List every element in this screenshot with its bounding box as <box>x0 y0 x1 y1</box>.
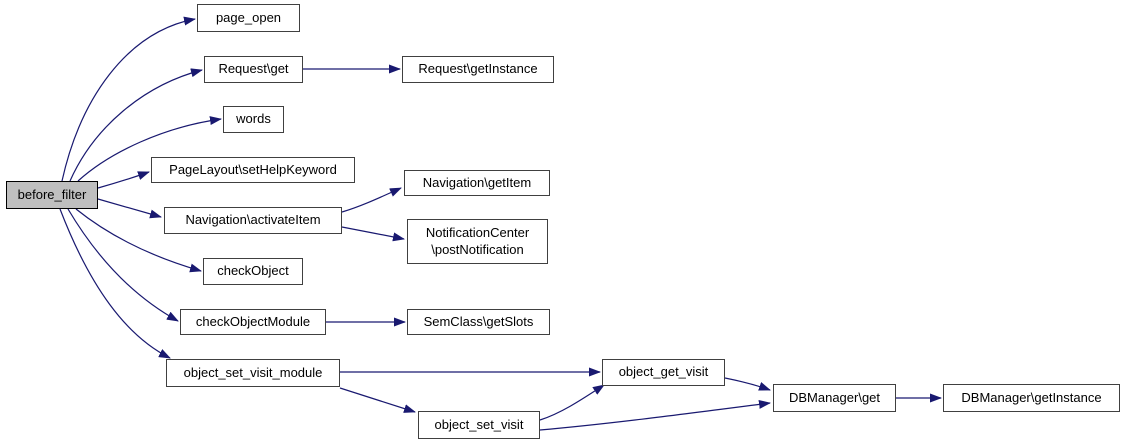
edge-object_get_visit-to-dbmanager_get <box>724 377 771 391</box>
node-words[interactable]: words <box>223 106 284 133</box>
node-navigation-activateitem[interactable]: Navigation\activateItem <box>164 207 342 234</box>
edge-before_filter-to-object_set_visit_module <box>59 208 171 359</box>
edge-object_set_visit-to-dbmanager_get <box>539 399 771 431</box>
edge-before_filter-to-request_get <box>69 68 203 182</box>
edge-before_filter-to-page_open <box>61 16 196 182</box>
node-object-set-visit-module[interactable]: object_set_visit_module <box>166 359 340 387</box>
edge-navigation_activateitem-to-navigation_getitem <box>341 187 402 213</box>
node-checkobject[interactable]: checkObject <box>203 258 303 285</box>
node-request-get[interactable]: Request\get <box>204 56 303 83</box>
edge-object_set_visit-to-object_get_visit <box>539 384 605 421</box>
edge-before_filter-to-checkobjectmodule <box>67 208 179 322</box>
node-dbmanager-get[interactable]: DBManager\get <box>773 384 896 412</box>
edge-object_set_visit_module-to-object_set_visit <box>339 387 416 413</box>
node-before_filter: before_filter <box>6 181 98 209</box>
edge-before_filter-to-pagelayout_sethelpkeyword <box>97 171 150 189</box>
edge-navigation_activateitem-to-notificationcenter_postnotification <box>341 226 405 242</box>
node-notificationcenter-postnotification[interactable]: NotificationCenter \postNotification <box>407 219 548 264</box>
node-request-getinstance[interactable]: Request\getInstance <box>402 56 554 83</box>
edge-before_filter-to-checkobject <box>75 208 202 273</box>
node-page_open[interactable]: page_open <box>197 4 300 32</box>
node-object-set-visit[interactable]: object_set_visit <box>418 411 540 439</box>
node-navigation-getitem[interactable]: Navigation\getItem <box>404 170 550 196</box>
node-dbmanager-getinstance[interactable]: DBManager\getInstance <box>943 384 1120 412</box>
edge-before_filter-to-words <box>77 116 222 182</box>
edge-before_filter-to-navigation_activateitem <box>97 198 162 219</box>
node-checkobjectmodule[interactable]: checkObjectModule <box>180 309 326 335</box>
node-object-get-visit[interactable]: object_get_visit <box>602 359 725 386</box>
node-pagelayout-sethelpkeyword[interactable]: PageLayout\setHelpKeyword <box>151 157 355 183</box>
node-semclass-getslots[interactable]: SemClass\getSlots <box>407 309 550 335</box>
